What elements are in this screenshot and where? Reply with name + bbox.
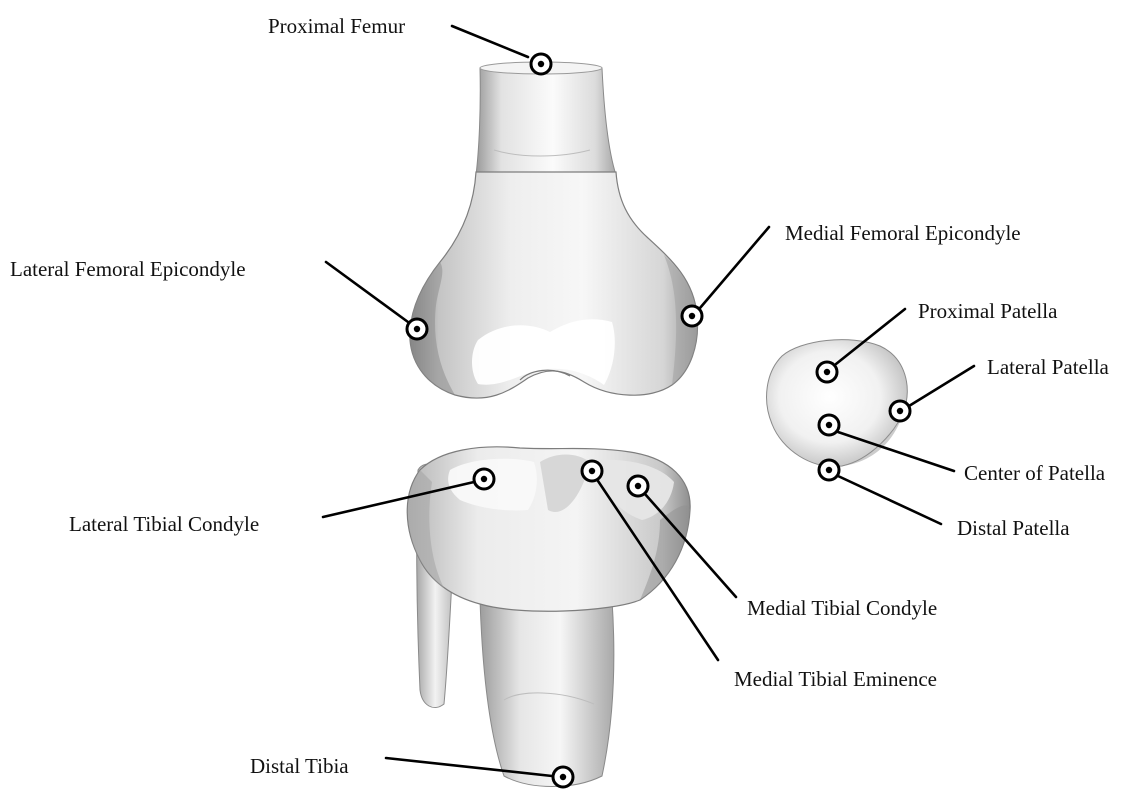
marker-dot xyxy=(635,483,641,489)
landmark-lateral-femoral-epicondyle: Lateral Femoral Epicondyle xyxy=(10,257,427,339)
label-medial-tibial-eminence: Medial Tibial Eminence xyxy=(734,667,937,691)
marker-dot xyxy=(689,313,695,319)
leader-line xyxy=(909,366,974,406)
leader-line xyxy=(452,26,528,57)
label-proximal-femur: Proximal Femur xyxy=(268,14,405,38)
label-lateral-patella: Lateral Patella xyxy=(987,355,1110,379)
leader-line xyxy=(700,227,769,308)
label-proximal-patella: Proximal Patella xyxy=(918,299,1058,323)
marker-dot xyxy=(481,476,487,482)
landmark-lateral-patella: Lateral Patella xyxy=(890,355,1110,421)
marker-dot xyxy=(589,468,595,474)
femur-bone xyxy=(410,62,698,398)
marker-dot xyxy=(897,408,903,414)
femur-shaft xyxy=(476,68,616,175)
label-distal-tibia: Distal Tibia xyxy=(250,754,349,778)
label-lateral-femoral-epicondyle: Lateral Femoral Epicondyle xyxy=(10,257,246,281)
leader-line xyxy=(838,476,941,524)
label-lateral-tibial-condyle: Lateral Tibial Condyle xyxy=(69,512,259,536)
marker-dot xyxy=(560,774,566,780)
label-medial-tibial-condyle: Medial Tibial Condyle xyxy=(747,596,937,620)
label-distal-patella: Distal Patella xyxy=(957,516,1070,540)
marker-dot xyxy=(414,326,420,332)
marker-dot xyxy=(826,422,832,428)
label-center-of-patella: Center of Patella xyxy=(964,461,1106,485)
marker-dot xyxy=(826,467,832,473)
label-medial-femoral-epicondyle: Medial Femoral Epicondyle xyxy=(785,221,1021,245)
marker-dot xyxy=(538,61,544,67)
marker-dot xyxy=(824,369,830,375)
leader-line xyxy=(326,262,408,322)
